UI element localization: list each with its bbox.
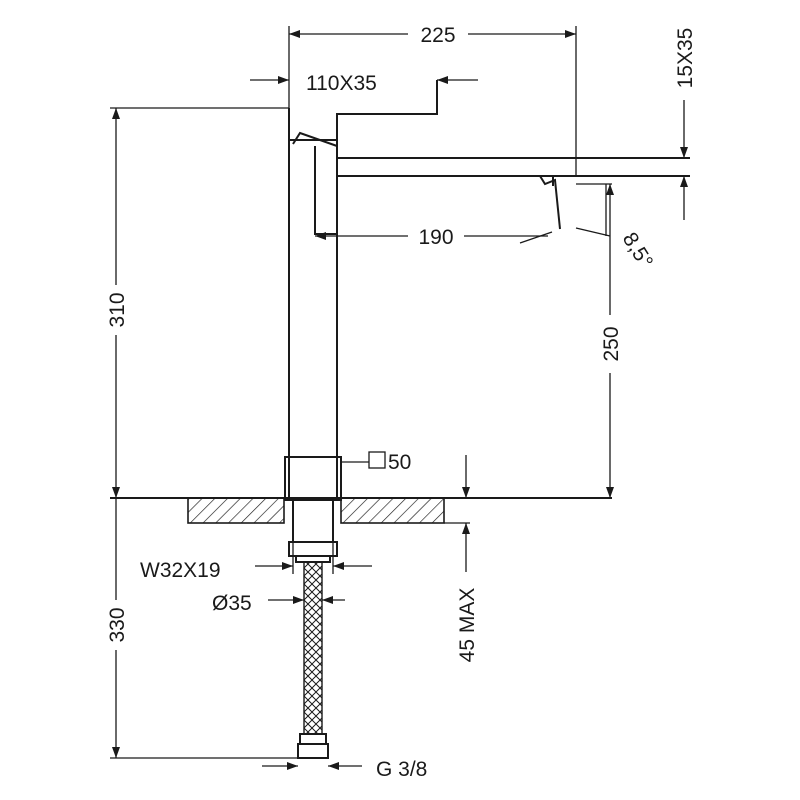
hose-connector bbox=[297, 743, 329, 759]
arrow-310-bottom bbox=[112, 487, 120, 498]
shank bbox=[292, 499, 334, 543]
handle-lever bbox=[288, 80, 438, 141]
arrow-190-left bbox=[315, 232, 326, 240]
shank-assembly bbox=[288, 499, 338, 759]
arrow-250-top bbox=[606, 184, 614, 195]
faucet-column bbox=[288, 139, 338, 501]
dim-label-190: 190 bbox=[418, 226, 453, 249]
dimension-labels: 225 110X35 15X35 310 190 8,5° 250 50 45 … bbox=[104, 22, 697, 781]
arrow-w32x19-right bbox=[333, 562, 344, 570]
arrow-330-bottom bbox=[112, 747, 120, 758]
dim-label-330: 330 bbox=[106, 607, 129, 642]
arrow-g38-right bbox=[328, 762, 339, 770]
arrow-225-right bbox=[565, 30, 576, 38]
angle-leader-a bbox=[575, 227, 611, 237]
arrow-225-left bbox=[289, 30, 300, 38]
arrow-110x35-right bbox=[437, 76, 448, 84]
hose-ferrule bbox=[299, 733, 327, 745]
dim-label-110x35: 110X35 bbox=[306, 72, 377, 95]
dimension-lines bbox=[110, 26, 685, 767]
dim-label-225: 225 bbox=[420, 24, 455, 47]
spout-neck bbox=[314, 146, 337, 235]
arrow-310-top bbox=[112, 108, 120, 119]
handle-tip bbox=[292, 131, 338, 147]
dim-label-w32x19: W32X19 bbox=[140, 559, 221, 582]
dim-label-310: 310 bbox=[106, 292, 129, 327]
deck-hatch-left bbox=[187, 497, 285, 524]
dim-label-d35: Ø35 bbox=[212, 592, 252, 615]
arrow-d35-right bbox=[322, 596, 333, 604]
dim-label-angle: 8,5° bbox=[618, 228, 657, 272]
aerator bbox=[539, 175, 561, 230]
dim-label-45max: 45 MAX bbox=[456, 588, 479, 663]
arrow-250-bottom bbox=[606, 487, 614, 498]
nut-washer bbox=[295, 555, 331, 563]
dim-label-50: 50 bbox=[388, 451, 411, 474]
label-mask-330 bbox=[104, 600, 128, 650]
arrow-15x35-top bbox=[680, 147, 688, 158]
deck-hatch-right bbox=[340, 497, 445, 524]
lock-nut bbox=[288, 541, 338, 557]
faucet-body bbox=[284, 80, 690, 501]
arrowheads bbox=[112, 30, 688, 770]
arrow-45max-top bbox=[462, 487, 470, 498]
arrow-110x35-left bbox=[278, 76, 289, 84]
label-mask-190 bbox=[408, 224, 464, 248]
arrow-g38-left bbox=[287, 762, 298, 770]
label-mask-250 bbox=[598, 315, 622, 373]
base-square bbox=[284, 456, 342, 501]
braided-hose bbox=[303, 561, 323, 735]
leader-190 bbox=[519, 231, 553, 244]
square-symbol-icon bbox=[368, 451, 386, 469]
label-mask-310 bbox=[104, 285, 128, 335]
dim-label-250: 250 bbox=[600, 326, 623, 361]
deck-section bbox=[110, 497, 612, 524]
arrow-w32x19-left bbox=[282, 562, 293, 570]
arrow-15x35-bottom bbox=[680, 176, 688, 187]
arrow-45max-bottom bbox=[462, 523, 470, 534]
label-mask-225 bbox=[408, 22, 468, 46]
dim-label-g38: G 3/8 bbox=[376, 758, 427, 781]
dim-label-15x35: 15X35 bbox=[674, 28, 697, 89]
label-mask-45max bbox=[452, 572, 478, 678]
arrow-d35-left bbox=[293, 596, 304, 604]
